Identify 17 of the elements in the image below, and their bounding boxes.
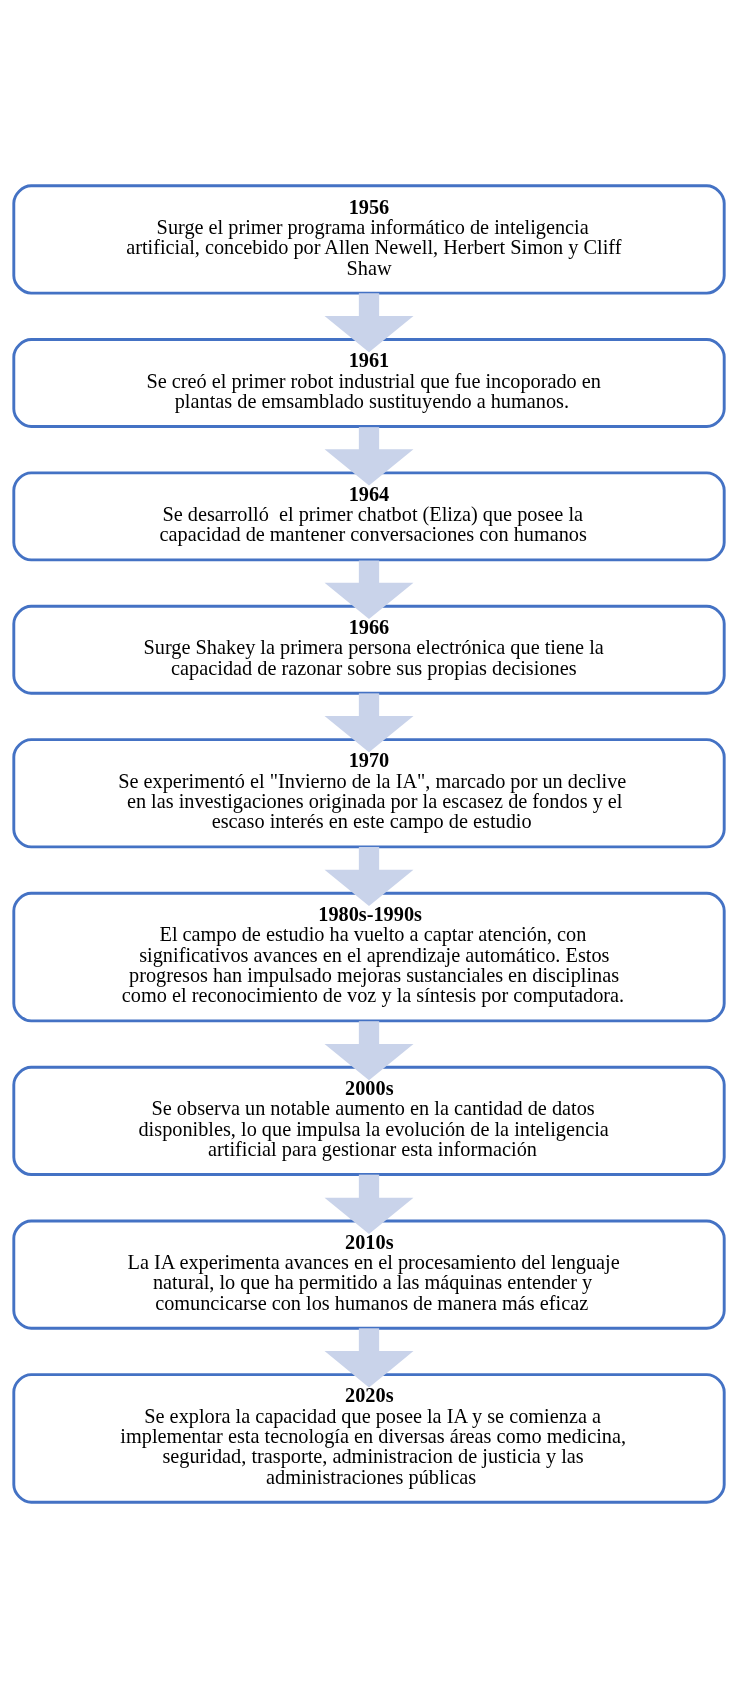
node-box: 1966 Surge Shakey la primera persona electrónica que tiene la capacidad de razonar sobre sus propias decisiones bbox=[12, 604, 726, 695]
arrow bbox=[324, 692, 414, 752]
arrow bbox=[324, 292, 414, 352]
node-box: 1961 Se creó el primer robot industrial que fue incoporado en plantas de emsamblado sustituyendo a humanos. bbox=[12, 337, 726, 428]
node-box: 2020s Se explora la capacidad que posee la IA y se comienza a implementar esta tecnología en diversas áreas como medicina, seguridad, trasporte, administracion de justicia y las administraciones públicas bbox=[12, 1372, 726, 1504]
arrow bbox=[324, 1327, 414, 1387]
node-box: 1964 Se desarrolló el primer chatbot (Eliza) que posee la capacidad de mantener conversaciones con humanos bbox=[12, 470, 726, 561]
arrow bbox=[324, 1020, 414, 1080]
arrow bbox=[324, 560, 414, 619]
node-box: 2000s Se observa un notable aumento en la cantidad de datos disponibles, lo que impulsa la evolución de la inteligencia artificial para gestionar esta información bbox=[12, 1065, 726, 1176]
node-box: 1956 Surge el primer programa informático de inteligencia artificial, concebido por Allen Newell, Herbert Simon y Cliff Shaw bbox=[12, 183, 726, 295]
arrow bbox=[324, 846, 414, 906]
arrow bbox=[324, 1174, 414, 1234]
arrow bbox=[324, 426, 414, 486]
node-box: 2010s La IA experimenta avances en el procesamiento del lenguaje natural, lo que ha permitido a las máquinas entender y comuncicarse con los humanos de manera más eficaz bbox=[12, 1219, 726, 1330]
node-box: 1970 Se experimentó el "Invierno de la IA", marcado por un declive en las investigaciones originada por la escasez de fondos y el escaso interés en este campo de estudio bbox=[12, 737, 726, 848]
node-box: 1980s-1990s El campo de estudio ha vuelto a captar atención, con significativos avances en el aprendizaje automático. Estos progresos han impulsado mejoras sustanciales en disciplinas como el reconocimiento de voz y la síntesis por computadora. bbox=[12, 891, 726, 1022]
